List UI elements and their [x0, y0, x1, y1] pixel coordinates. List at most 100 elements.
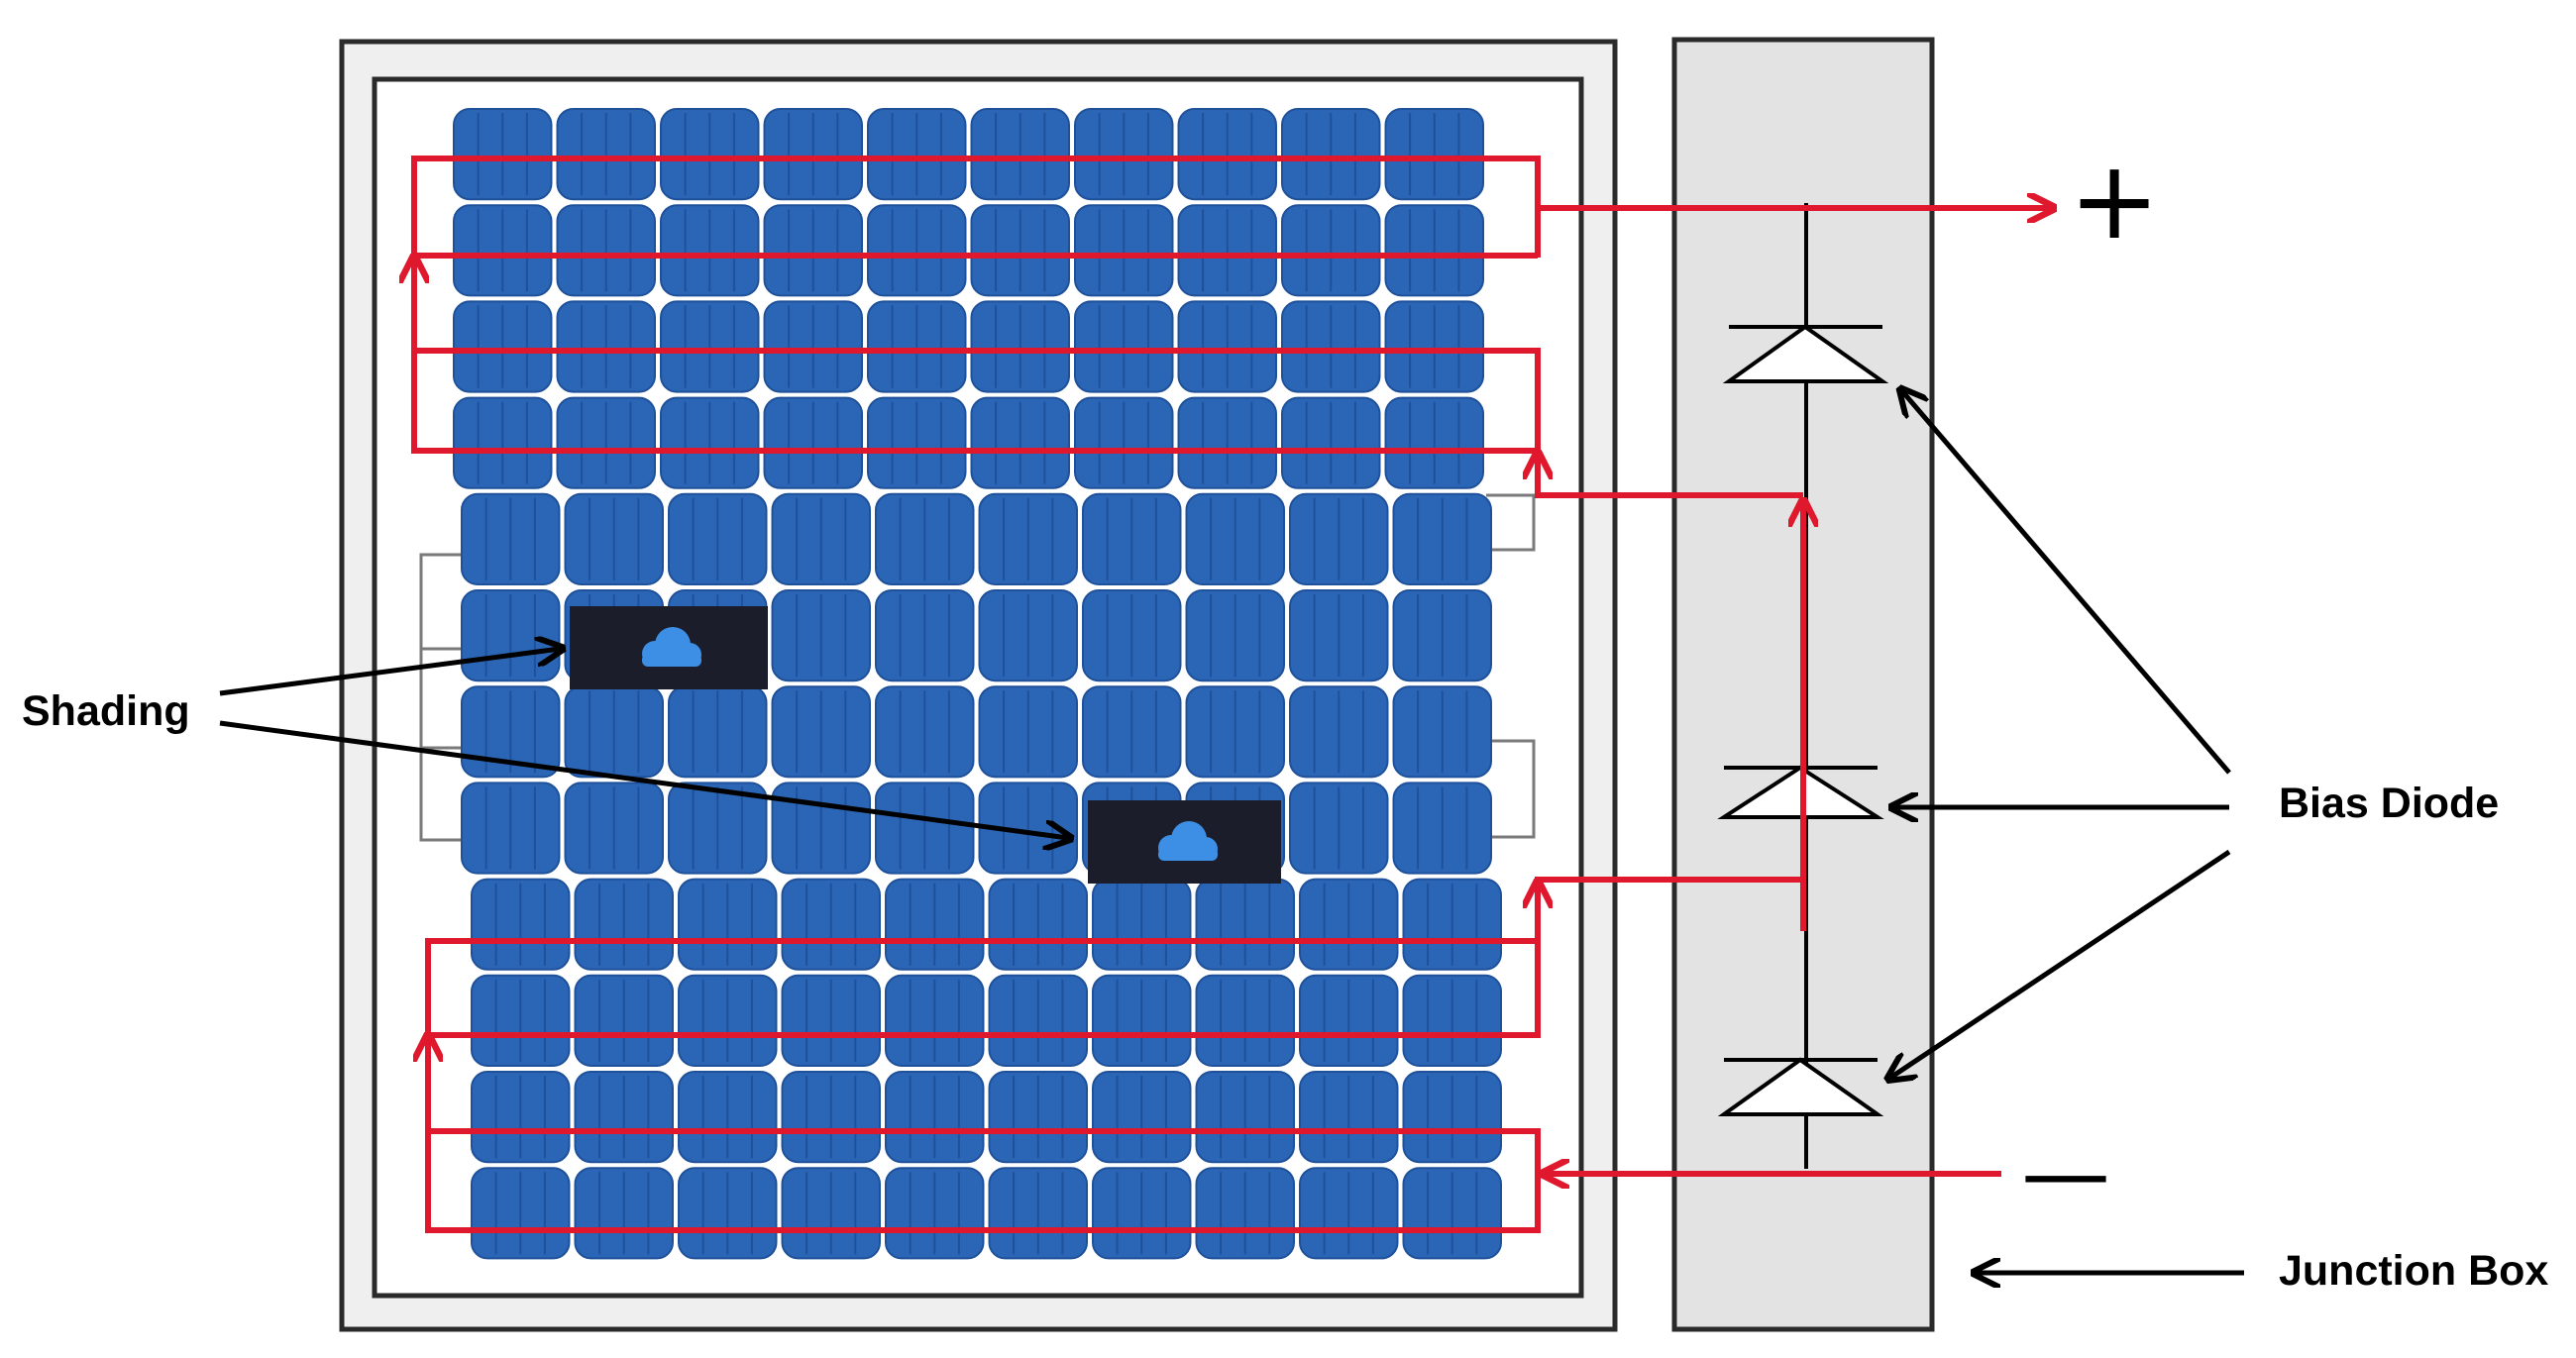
solar-cell	[678, 1167, 778, 1260]
solar-cell	[875, 589, 975, 682]
solar-cell	[471, 974, 571, 1067]
solar-cell-grid	[453, 108, 1502, 1260]
solar-cell	[867, 396, 967, 489]
solar-cell	[771, 782, 871, 875]
solar-cell	[556, 396, 656, 489]
solar-cell	[771, 492, 871, 585]
solar-cell	[660, 204, 760, 297]
solar-cell	[678, 1071, 778, 1164]
solar-cell	[1195, 1071, 1295, 1164]
diode-icon	[1722, 324, 1889, 383]
arrow-icon	[219, 720, 1068, 838]
solar-cell	[988, 1167, 1088, 1260]
solar-cell	[1281, 108, 1381, 201]
solar-cell	[763, 396, 863, 489]
solar-cell	[556, 300, 656, 393]
solar-cell	[1177, 300, 1277, 393]
solar-cell	[970, 204, 1070, 297]
solar-cell	[978, 589, 1078, 682]
solar-cell	[885, 974, 985, 1067]
solar-cell	[574, 1167, 674, 1260]
solar-cell	[668, 685, 768, 779]
solar-cell	[461, 685, 561, 779]
solar-cell	[564, 782, 664, 875]
solar-cell	[556, 108, 656, 201]
solar-cell	[781, 878, 881, 971]
solar-cell	[1384, 204, 1484, 297]
solar-cell	[574, 1071, 674, 1164]
solar-cell	[771, 685, 871, 779]
solar-cell	[1392, 685, 1492, 779]
solar-cell	[461, 782, 561, 875]
solar-cell	[1299, 1167, 1399, 1260]
solar-cell	[1289, 685, 1389, 779]
solar-cell	[678, 974, 778, 1067]
shading-label: Shading	[22, 687, 190, 735]
current-path	[414, 156, 2051, 1233]
solar-cell	[1074, 396, 1174, 489]
solar-cell	[1082, 492, 1182, 585]
solar-cell	[1392, 589, 1492, 682]
solar-cell	[1082, 685, 1182, 779]
solar-cell	[1082, 589, 1182, 682]
solar-cell	[1402, 974, 1502, 1067]
solar-cell	[1177, 204, 1277, 297]
bypass-wires	[419, 493, 1536, 842]
solar-cell	[1281, 396, 1381, 489]
solar-cell	[1281, 300, 1381, 393]
solar-cell	[875, 782, 975, 875]
solar-cell	[453, 108, 553, 201]
shaded-cell	[570, 606, 768, 689]
solar-cell	[867, 108, 967, 201]
solar-cell	[763, 108, 863, 201]
solar-cell	[453, 300, 553, 393]
solar-cell	[763, 300, 863, 393]
solar-cell	[1402, 1071, 1502, 1164]
cloud-icon	[642, 627, 701, 667]
positive-terminal: +	[2069, 137, 2160, 263]
bias-diode-label: Bias Diode	[2279, 780, 2499, 827]
solar-cell	[1092, 878, 1192, 971]
solar-cell	[781, 1167, 881, 1260]
solar-cell	[1074, 108, 1174, 201]
solar-cell	[453, 396, 553, 489]
solar-cell	[970, 108, 1070, 201]
solar-cell	[1392, 782, 1492, 875]
negative-terminal: —	[2021, 1121, 2110, 1225]
solar-cell	[875, 492, 975, 585]
solar-cell	[564, 685, 664, 779]
solar-cell	[1384, 108, 1484, 201]
solar-cell	[1384, 396, 1484, 489]
solar-cell	[678, 878, 778, 971]
solar-cell	[763, 204, 863, 297]
solar-cell	[875, 685, 975, 779]
shaded-cell	[1088, 800, 1281, 884]
solar-cell	[970, 396, 1070, 489]
solar-cell	[978, 492, 1078, 585]
solar-cell	[1074, 204, 1174, 297]
solar-cell	[574, 974, 674, 1067]
solar-cell	[781, 974, 881, 1067]
solar-cell	[471, 1071, 571, 1164]
solar-cell	[1092, 974, 1192, 1067]
arrow-icon	[1902, 391, 2231, 775]
solar-cell	[885, 1071, 985, 1164]
solar-cell	[1185, 589, 1285, 682]
solar-cell	[988, 1071, 1088, 1164]
solar-cell	[1195, 974, 1295, 1067]
solar-cell	[885, 878, 985, 971]
solar-cell	[471, 1167, 571, 1260]
solar-cell	[564, 492, 664, 585]
solar-cell	[660, 396, 760, 489]
solar-cell	[461, 492, 561, 585]
solar-cell	[1289, 492, 1389, 585]
solar-cell	[885, 1167, 985, 1260]
solar-cell	[1074, 300, 1174, 393]
solar-cell	[660, 300, 760, 393]
solar-cell	[1195, 878, 1295, 971]
solar-cell	[1402, 1167, 1502, 1260]
solar-cell	[471, 878, 571, 971]
solar-cell	[1177, 108, 1277, 201]
solar-cell	[668, 782, 768, 875]
